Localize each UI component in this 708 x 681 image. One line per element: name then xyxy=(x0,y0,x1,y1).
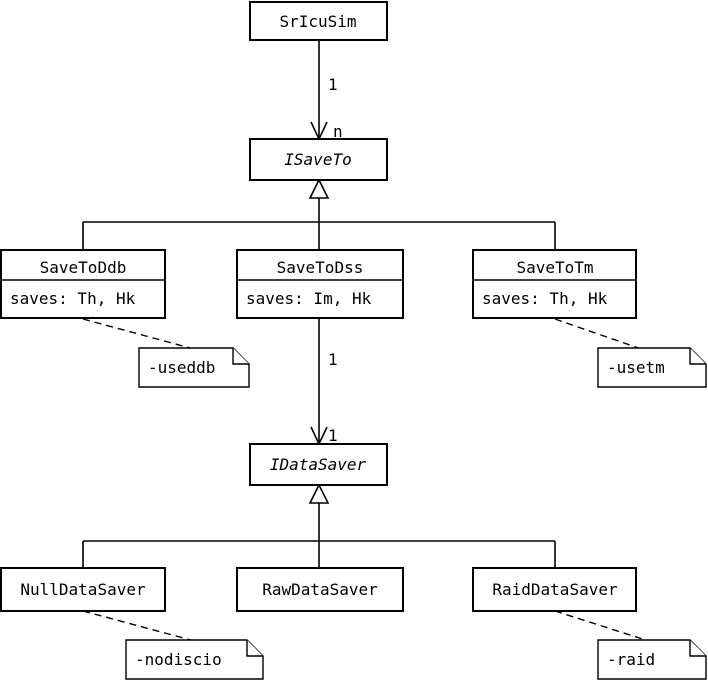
class-savetotm[interactable]: SaveToTm saves: Th, Hk xyxy=(472,249,637,319)
multiplicity-source-label: 1 xyxy=(328,75,338,94)
realization-idatasaver xyxy=(82,483,556,568)
realization-isaveto xyxy=(82,178,556,250)
class-nulldatasaver[interactable]: NullDataSaver xyxy=(0,567,166,612)
class-attribute: saves: Th, Hk xyxy=(482,289,608,308)
class-sricusim[interactable]: SrIcuSim xyxy=(249,1,388,41)
class-name: SaveToDdb xyxy=(40,258,127,277)
class-name: NullDataSaver xyxy=(20,580,146,599)
class-raiddatasaver[interactable]: RaidDataSaver xyxy=(472,567,637,612)
note-text: -raid xyxy=(607,650,655,669)
multiplicity-target-label: n xyxy=(333,122,343,141)
interface-name: ISaveTo xyxy=(284,150,351,169)
multiplicity-target-label: 1 xyxy=(328,426,338,445)
class-name: RawDataSaver xyxy=(262,580,378,599)
class-attribute: saves: Im, Hk xyxy=(246,289,372,308)
interface-isaveto[interactable]: ISaveTo xyxy=(249,138,388,181)
association-sricusim-isaveto: 1 n xyxy=(310,40,343,141)
note-useddb[interactable]: -useddb xyxy=(138,347,250,388)
association-savetodss-idatasaver: 1 1 xyxy=(310,318,338,446)
class-name: SaveToDss xyxy=(277,258,364,277)
note-connector xyxy=(554,610,656,644)
note-text: -useddb xyxy=(148,358,215,377)
note-raid[interactable]: -raid xyxy=(597,639,707,680)
note-connector xyxy=(554,318,651,353)
class-savetoddb[interactable]: SaveToDdb saves: Th, Hk xyxy=(0,249,166,319)
note-usetm[interactable]: -usetm xyxy=(597,347,707,388)
class-name: RaidDataSaver xyxy=(492,580,618,599)
class-rawdatasaver[interactable]: RawDataSaver xyxy=(236,567,404,612)
note-connector xyxy=(82,318,206,353)
note-connector xyxy=(82,610,203,644)
note-nodiscio[interactable]: -nodiscio xyxy=(125,639,264,680)
note-text: -usetm xyxy=(607,358,665,377)
multiplicity-source-label: 1 xyxy=(328,350,338,369)
class-name: SaveToTm xyxy=(516,258,593,277)
class-attribute: saves: Th, Hk xyxy=(10,289,136,308)
interface-idatasaver[interactable]: IDataSaver xyxy=(249,443,388,486)
class-name: SrIcuSim xyxy=(279,12,356,31)
interface-name: IDataSaver xyxy=(270,455,367,474)
realization-arrowhead xyxy=(308,178,330,199)
realization-arrowhead xyxy=(308,483,330,504)
class-savetodss[interactable]: SaveToDss saves: Im, Hk xyxy=(236,249,404,319)
note-text: -nodiscio xyxy=(135,650,222,669)
